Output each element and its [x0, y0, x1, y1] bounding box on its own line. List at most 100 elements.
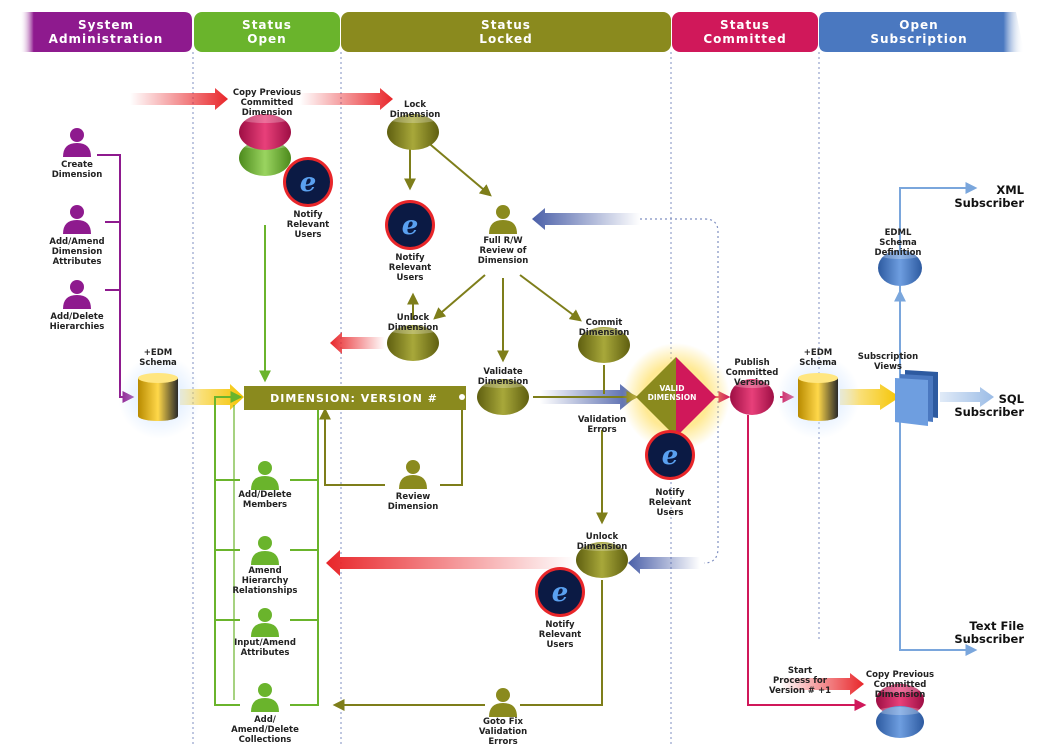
dimension-version-label: DIMENSION: VERSION #	[270, 392, 438, 405]
cylinder-icon-validate	[477, 379, 529, 415]
ribbon-locked	[341, 12, 671, 52]
cylinder-icon-unlock-top-shine	[389, 326, 437, 334]
ie-icon-notify-valid-inner	[648, 433, 692, 477]
arrow-blue-review	[532, 208, 640, 230]
ribbon-sysadmin	[20, 12, 192, 52]
transfer-arrows	[130, 88, 994, 695]
arrow-red-start	[780, 673, 864, 695]
ribbon-committed	[672, 12, 818, 52]
ie-icon-notify-top-glyph: e	[402, 211, 419, 241]
dimension-version-band	[244, 386, 466, 410]
cylinder-icon-commit	[578, 327, 630, 363]
cylinder-icon-copy-open-green	[239, 140, 291, 176]
cylinder-icon-copy-sub-pink-shine	[878, 685, 922, 693]
ribbon-open	[194, 12, 340, 52]
person-icon-input-attr	[251, 608, 279, 637]
subscription-views-icon	[895, 370, 938, 426]
person-icon-members	[251, 461, 279, 490]
database-icon-schema-left	[138, 378, 178, 416]
person-icon-collections	[251, 683, 279, 712]
valid-diamond-left	[636, 357, 676, 437]
cylinder-icon-lock-shine	[389, 115, 437, 123]
cylinder-icon-unlock-top	[387, 325, 439, 361]
database-icon-schema-left-top	[138, 373, 178, 383]
cylinder-icon-edml-shine	[880, 251, 920, 259]
ie-icon-notify-bottom-inner	[538, 570, 582, 614]
person-icon-hierarchies	[63, 280, 91, 309]
cylinder-icon-publish	[730, 379, 774, 415]
cylinder-icon-edml	[878, 250, 922, 286]
connectors	[97, 139, 978, 711]
database-icon-schema-right-top	[798, 373, 838, 383]
arrow-red-top1	[130, 88, 228, 110]
ie-icon-notify-bottom-glyph: e	[552, 578, 569, 608]
cylinder-icon-unlock-bottom	[576, 542, 628, 578]
band-dot	[459, 394, 465, 400]
arrow-red-top2	[300, 88, 393, 110]
cylinder-icon-copy-sub-blue	[876, 706, 924, 738]
cylinder-icon-lock	[387, 114, 439, 150]
person-icon-goto-fix	[489, 688, 517, 717]
person-icon-review	[399, 460, 427, 489]
person-icon-attributes	[63, 205, 91, 234]
database-icon-schema-right-bottom	[798, 411, 838, 421]
arrow-blue-unlock	[628, 552, 700, 574]
ie-icon-notify-valid-glyph: e	[662, 441, 679, 471]
person-icon-create	[63, 128, 91, 157]
valid-diamond-right	[676, 357, 716, 437]
node-shapes: e e e e	[63, 114, 924, 738]
person-icon-full-review	[489, 205, 517, 234]
database-icon-schema-left-bottom	[138, 411, 178, 421]
cylinder-icon-publish-shine	[732, 380, 772, 388]
ie-icon-notify-top-inner	[388, 203, 432, 247]
person-icon-hierarchy-rel	[251, 536, 279, 565]
header-ribbons	[20, 12, 1024, 52]
cylinder-icon-copy-open-pink-shine	[241, 115, 289, 123]
arrow-red-return	[326, 550, 575, 576]
arrow-red-unlock	[330, 332, 385, 354]
ie-icon-notify-open-glyph: e	[300, 168, 317, 198]
cylinder-icon-commit-shine	[580, 328, 628, 336]
arrow-sky-sql	[940, 387, 994, 407]
cylinder-icon-copy-open-pink	[239, 114, 291, 150]
ribbon-subscription	[819, 12, 1024, 52]
cylinder-icon-unlock-bottom-shine	[578, 543, 626, 551]
